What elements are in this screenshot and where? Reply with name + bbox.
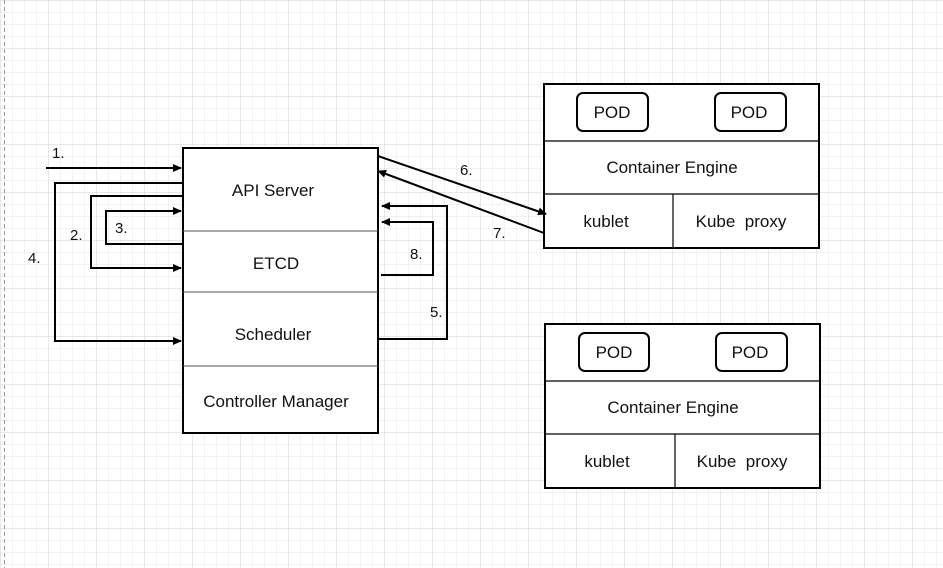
step-3-label: 3. xyxy=(115,220,128,237)
connector-arrows xyxy=(46,155,547,345)
step-6-arrow xyxy=(377,155,547,216)
step-1-label: 1. xyxy=(52,145,65,162)
step-4-arrow xyxy=(54,182,183,345)
step-2-label: 2. xyxy=(70,227,83,244)
node-2-pod-right xyxy=(715,332,788,372)
node-2-pod-right-label: POD xyxy=(732,343,769,362)
node-2-container-engine-label: Container Engine xyxy=(607,398,738,417)
scheduler-label: Scheduler xyxy=(235,325,312,344)
master-block: API Server ETCD Scheduler Controller Man… xyxy=(182,147,379,434)
node-1-pod-left-label: POD xyxy=(594,103,631,122)
node-1-kube-proxy-label: Kube proxy xyxy=(696,212,787,231)
node-2-pod-left-label: POD xyxy=(596,343,633,362)
api-server-label: API Server xyxy=(232,181,315,200)
step-8-label: 8. xyxy=(410,246,423,263)
node-1-pod-left xyxy=(576,92,649,132)
master-box xyxy=(182,147,379,434)
worker-node-1: POD POD Container Engine kublet Kube pro… xyxy=(543,83,820,249)
step-7-arrow xyxy=(377,170,545,234)
controller-manager-label: Controller Manager xyxy=(203,392,349,411)
worker-node-2: POD POD Container Engine kublet Kube pro… xyxy=(544,323,821,489)
node-1-kublet-label: kublet xyxy=(583,212,629,231)
step-8-arrow xyxy=(381,218,434,276)
node-1-container-engine-label: Container Engine xyxy=(606,158,737,177)
step-5-label: 5. xyxy=(430,304,443,321)
step-5-arrow xyxy=(378,202,448,340)
step-6-label: 6. xyxy=(460,162,473,179)
step-7-label: 7. xyxy=(493,225,506,242)
step-3-arrow xyxy=(105,207,183,245)
node-2-kublet-label: kublet xyxy=(584,452,630,471)
node-2-pod-left xyxy=(578,332,650,372)
step-4-label: 4. xyxy=(28,250,41,267)
etcd-label: ETCD xyxy=(253,254,299,273)
node-2-kube-proxy-label: Kube proxy xyxy=(697,452,788,471)
step-2-arrow xyxy=(90,195,183,272)
node-1-pod-right xyxy=(714,92,787,132)
node-1-pod-right-label: POD xyxy=(731,103,768,122)
step-labels: 1. 2. 3. 4. 5. 6. 7. 8. xyxy=(28,145,506,321)
